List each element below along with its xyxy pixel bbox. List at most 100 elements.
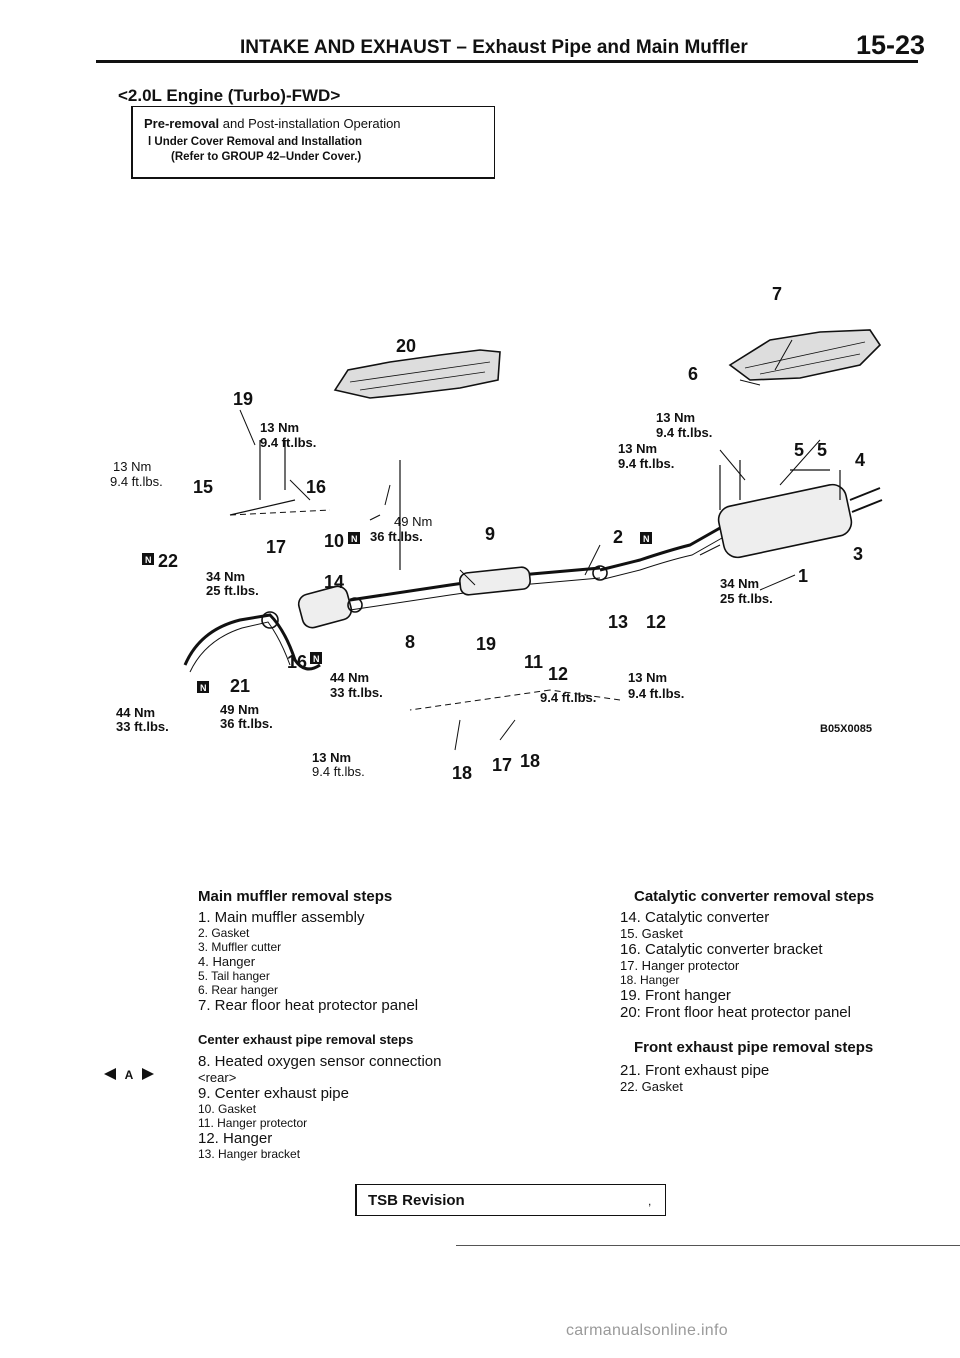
center-pipe-title: Center exhaust pipe removal steps (198, 1032, 414, 1047)
page-number: 15-23 (856, 30, 926, 60)
list-item: 16. Catalytic converter bracket (620, 941, 823, 958)
resonator-shape (459, 566, 531, 596)
part-number: 7 (772, 284, 782, 304)
svg-text:N: N (200, 683, 207, 693)
list-item: 10. Gasket (198, 1102, 257, 1116)
torque-spec: 13 Nm (260, 420, 299, 435)
watermark: carmanualsonline.info (566, 1322, 728, 1339)
svg-text:N: N (313, 654, 320, 664)
part-number: 10 (324, 531, 344, 551)
list-item: 12. Hanger (198, 1130, 273, 1147)
left-steps-column: Main muffler removal steps 1. Main muffl… (198, 888, 518, 1161)
svg-text:N: N (643, 534, 650, 544)
list-item: 4. Hanger (198, 954, 256, 969)
part-number: 6 (688, 364, 698, 384)
list-item: 9. Center exhaust pipe (198, 1085, 349, 1102)
torque-spec: 9.4 ft.lbs. (540, 690, 596, 705)
list-item: 15. Gasket (620, 926, 683, 941)
catalytic-title: Catalytic converter removal steps (634, 888, 875, 905)
pre-removal-box (131, 106, 495, 179)
torque-spec: 13 Nm (618, 441, 657, 456)
part-number: 9 (485, 524, 495, 544)
part-number: 14 (324, 572, 344, 592)
front-floor-heat-protector-shape (333, 349, 501, 399)
part-number: 17 (266, 537, 286, 557)
part-number: 22 (158, 551, 178, 571)
part-number: 18 (520, 751, 540, 771)
pre-removal-title: Pre-removal and Post-installation Operat… (144, 116, 401, 131)
diagram-code: B05X0085 (820, 723, 872, 735)
torque-spec: 34 Nm (720, 576, 759, 591)
engine-label: <2.0L Engine (Turbo)-FWD> (118, 86, 341, 105)
torque-spec: 33 ft.lbs. (116, 719, 169, 734)
torque-spec: 13 Nm (312, 750, 351, 765)
list-item: 1. Main muffler assembly (198, 909, 365, 926)
list-item: 8. Heated oxygen sensor connection (198, 1053, 442, 1070)
pre-removal-reference: (Refer to GROUP 42–Under Cover.) (171, 151, 362, 163)
torque-spec: 25 ft.lbs. (206, 583, 259, 598)
front-pipe-title: Front exhaust pipe removal steps (634, 1039, 874, 1056)
part-number: 18 (452, 763, 472, 783)
torque-spec: 13 Nm (656, 410, 695, 425)
pre-removal-bold: Pre-removal (144, 116, 220, 131)
part-number: 4 (855, 450, 865, 470)
part-number: 15 (193, 477, 213, 497)
list-item: 18. Hanger (620, 973, 680, 987)
ref-a-marker: A (104, 1067, 154, 1082)
torque-spec: 34 Nm (206, 569, 245, 584)
torque-spec: 33 ft.lbs. (330, 685, 383, 700)
list-item: 7. Rear floor heat protector panel (198, 997, 419, 1014)
part-number: 11 (524, 652, 543, 672)
torque-spec: 49 Nm (394, 514, 432, 529)
part-number: 16 (306, 477, 326, 497)
part-number: 13 (608, 612, 628, 632)
torque-spec: 9.4 ft.lbs. (628, 686, 684, 701)
part-number: 12 (548, 664, 568, 684)
part-number: 19 (476, 634, 496, 654)
main-muffler-title: Main muffler removal steps (198, 888, 393, 905)
list-item: 21. Front exhaust pipe (620, 1062, 770, 1079)
list-item: 22. Gasket (620, 1079, 683, 1094)
list-item: 6. Rear hanger (198, 983, 279, 997)
tsb-revision-mark: , (648, 1194, 652, 1208)
svg-text:N: N (351, 534, 358, 544)
tsb-revision-box (355, 1184, 666, 1216)
list-item: 17. Hanger protector (620, 958, 740, 973)
page-title: INTAKE AND EXHAUST – Exhaust Pipe and Ma… (240, 37, 748, 58)
part-number: 1 (798, 566, 808, 586)
svg-text:N: N (145, 555, 152, 565)
list-item: 11. Hanger protector (198, 1116, 308, 1130)
pre-removal-item: l Under Cover Removal and Installation (148, 136, 363, 148)
part-number: 17 (492, 755, 512, 775)
torque-spec: 9.4 ft.lbs. (312, 764, 365, 779)
torque-spec: 36 ft.lbs. (370, 529, 423, 544)
list-item: 19. Front hanger (620, 987, 731, 1004)
part-number: 19 (233, 389, 253, 409)
torque-spec: 13 Nm (113, 459, 151, 474)
part-number: 3 (853, 544, 863, 564)
part-number: 8 (405, 632, 415, 652)
torque-spec: 44 Nm (330, 670, 369, 685)
part-number: 5 (794, 440, 804, 460)
part-number: 21 (230, 676, 250, 696)
torque-spec: 13 Nm (628, 670, 667, 685)
torque-spec: 9.4 ft.lbs. (656, 425, 712, 440)
part-number: 20 (396, 336, 416, 356)
svg-text:A: A (125, 1068, 134, 1081)
torque-spec: 9.4 ft.lbs. (110, 474, 163, 489)
footer-rule (456, 1245, 960, 1246)
front-exhaust-pipe-shape (183, 613, 321, 671)
list-item: 13. Hanger bracket (198, 1147, 301, 1161)
torque-spec: 9.4 ft.lbs. (618, 456, 674, 471)
header-rule (96, 60, 918, 63)
list-item: 5. Tail hanger (198, 969, 270, 983)
torque-spec: 44 Nm (116, 705, 155, 720)
part-number: 12 (646, 612, 666, 632)
list-item: 3. Muffler cutter (198, 940, 282, 954)
part-number: 5 (817, 440, 827, 460)
torque-spec: 36 ft.lbs. (220, 716, 273, 731)
tsb-revision-label: TSB Revision (368, 1192, 465, 1209)
pre-removal-rest: and Post-installation Operation (219, 116, 401, 131)
list-item: 20: Front floor heat protector panel (620, 1004, 851, 1021)
torque-spec: 25 ft.lbs. (720, 591, 773, 606)
